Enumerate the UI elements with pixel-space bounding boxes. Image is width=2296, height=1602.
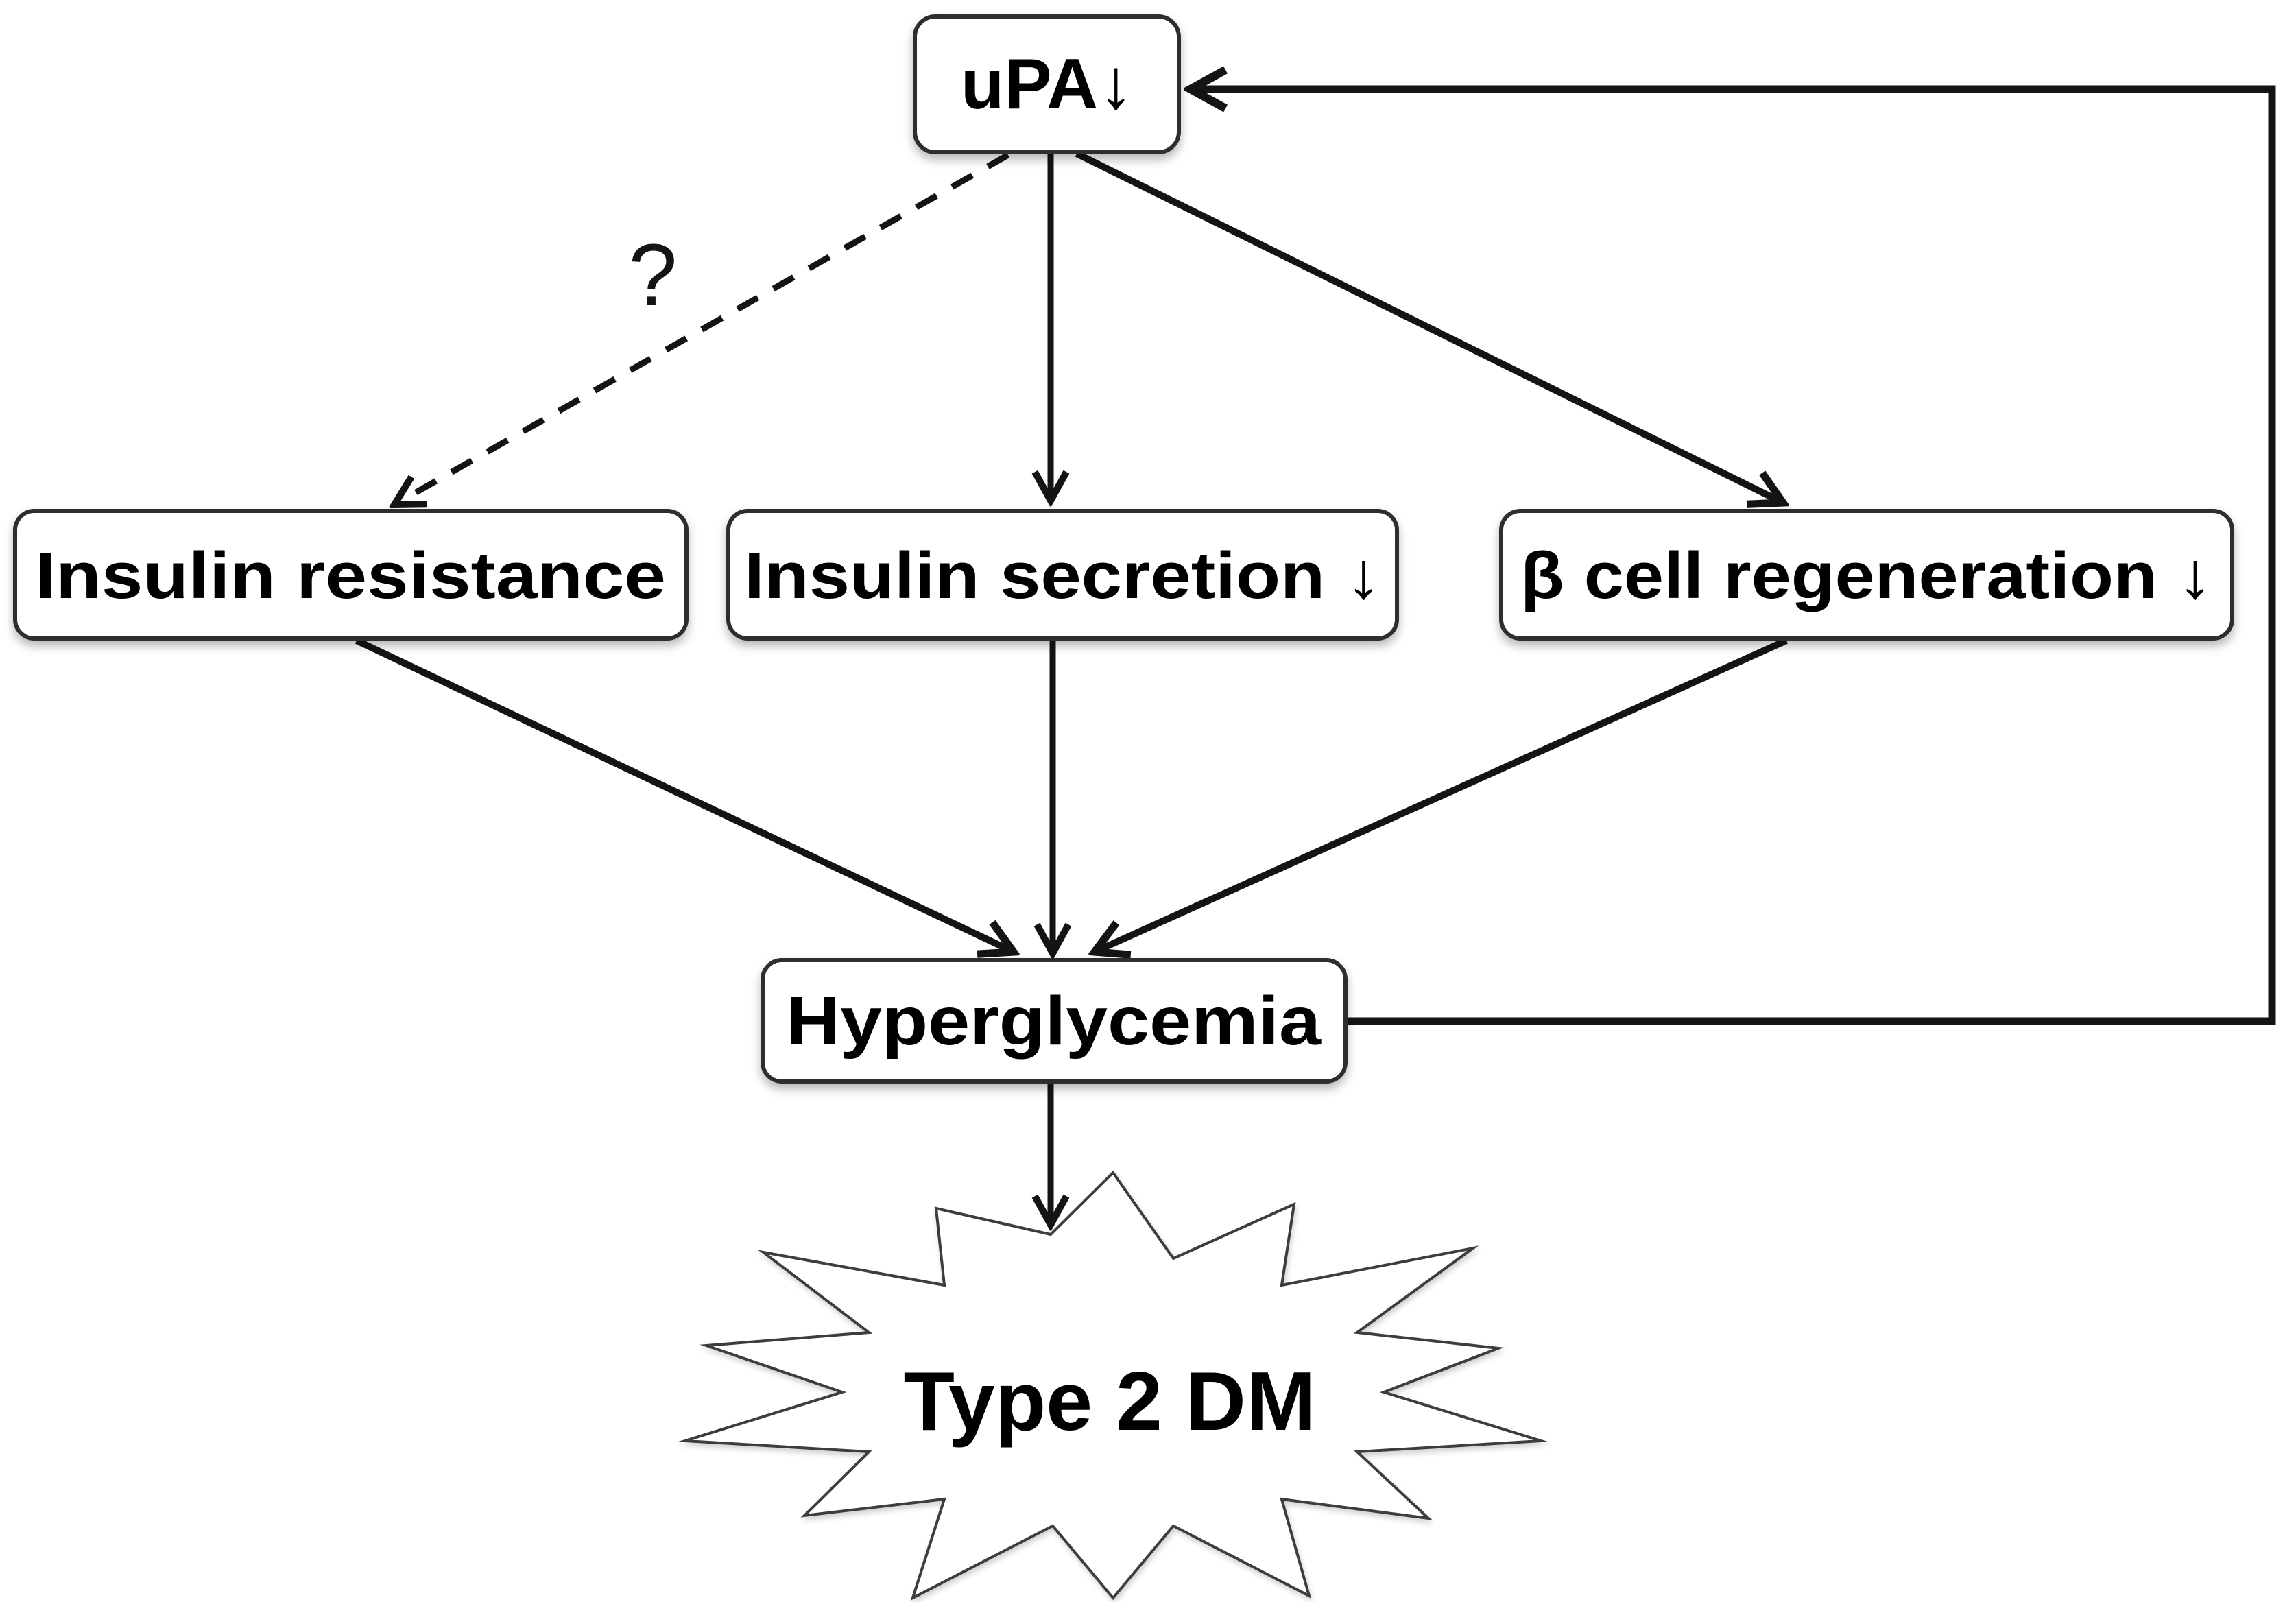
edge-insulin-resistance-to-hyperglycemia xyxy=(355,637,1014,952)
node-insulin-resistance: Insulin resistance xyxy=(13,509,689,641)
uncertainty-question-mark: ? xyxy=(628,226,677,324)
edge-hyperglycemia-feedback-to-upa xyxy=(1191,89,2276,1025)
node-upa: uPA↓ xyxy=(913,14,1181,154)
edge-upa-to-beta-cell-regeneration xyxy=(1075,150,1783,503)
node-hyperglycemia-label: Hyperglycemia xyxy=(786,983,1322,1060)
node-insulin-secretion: Insulin secretion ↓ xyxy=(726,509,1399,641)
node-type-2-dm: Type 2 DM xyxy=(677,1170,1549,1601)
node-beta-cell-regeneration-label: β cell regeneration ↓ xyxy=(1520,539,2213,612)
node-hyperglycemia-box xyxy=(761,958,1348,1084)
edge-beta-cell-regeneration-to-hyperglycemia xyxy=(1095,637,1789,952)
node-insulin-secretion-label: Insulin secretion ↓ xyxy=(744,539,1382,612)
starburst-shape xyxy=(677,1170,1549,1601)
node-insulin-resistance-box xyxy=(13,509,689,641)
node-insulin-resistance-label: Insulin resistance xyxy=(35,539,666,612)
node-upa-label: uPA↓ xyxy=(961,45,1134,124)
node-hyperglycemia: Hyperglycemia xyxy=(761,958,1348,1084)
node-beta-cell-regeneration-box xyxy=(1499,509,2234,641)
node-upa-box xyxy=(913,14,1181,154)
edge-upa-to-insulin-resistance xyxy=(394,152,1010,505)
node-beta-cell-regeneration: β cell regeneration ↓ xyxy=(1499,509,2234,641)
node-type-2-dm-label: Type 2 DM xyxy=(903,1354,1315,1448)
node-insulin-secretion-box xyxy=(726,509,1399,641)
